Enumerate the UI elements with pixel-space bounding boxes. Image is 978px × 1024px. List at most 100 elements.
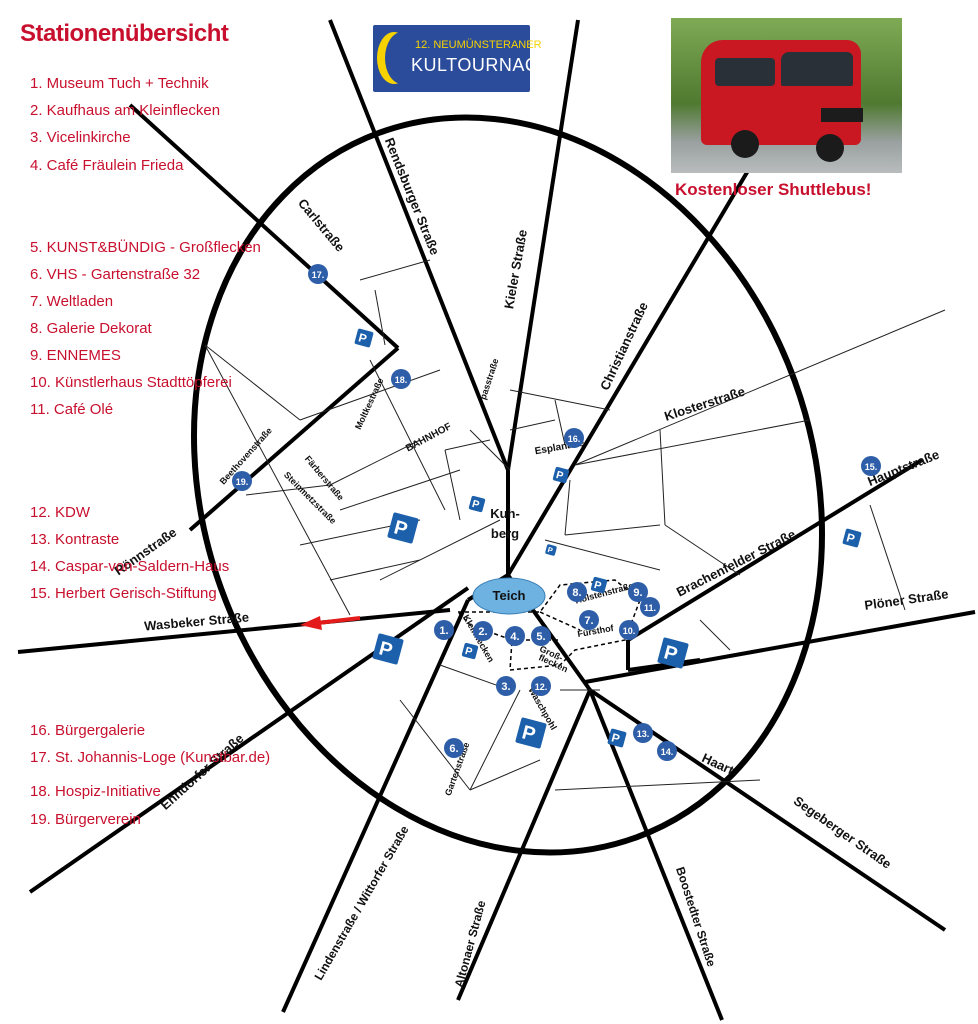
street-label-linden: Lindenstraße / Wittorfer Straße (311, 823, 411, 983)
street-label-rendsburger: Rendsburger Straße (382, 136, 443, 258)
station-marker[interactable]: 5. (531, 626, 551, 646)
bus-wheel (731, 130, 759, 158)
marker-circle (473, 621, 493, 641)
parking-icon: P (354, 328, 374, 348)
station-item: 14. Caspar-von-Saldern-Haus (30, 558, 230, 575)
road-kieler (506, 19, 580, 471)
marker-circle (861, 456, 881, 476)
station-marker[interactable]: 14. (657, 741, 677, 761)
svg-text:P: P (547, 545, 554, 555)
station-item: 11. Café Olé (30, 401, 114, 418)
station-marker[interactable]: 13. (633, 723, 653, 743)
marker-circle (633, 723, 653, 743)
marker-number: 12. (535, 682, 548, 692)
side-streets (204, 259, 946, 791)
marker-number: 15. (865, 462, 878, 472)
marker-number: 5. (536, 631, 545, 643)
road-altonaer (456, 689, 592, 1001)
street-label-passtrasse: passtraße (478, 357, 501, 401)
bus-windshield (781, 52, 853, 86)
station-item: 13. Kontraste (30, 531, 120, 548)
parking-icon: P (461, 642, 479, 660)
station-marker[interactable]: 8. (567, 582, 587, 602)
station-item: 7. Weltladen (30, 293, 114, 310)
marker-circle (434, 620, 454, 640)
marker-number: 6. (449, 743, 458, 755)
road-ehndorfer (28, 586, 470, 894)
station-marker[interactable]: 3. (496, 676, 516, 696)
svg-text:P: P (555, 469, 565, 482)
bus-grill (821, 108, 863, 122)
bus-wheel (816, 134, 844, 162)
road-rendsburger (328, 19, 510, 471)
road-plöner-link (627, 658, 701, 672)
station-marker[interactable]: 9. (628, 582, 648, 602)
station-marker[interactable]: 17. (308, 264, 328, 284)
marker-number: 2. (478, 626, 487, 638)
svg-text:P: P (464, 645, 474, 658)
marker-number: 11. (644, 603, 656, 613)
station-item: 2. Kaufhaus am Kleinflecken (30, 102, 221, 119)
svg-text:P: P (662, 641, 680, 666)
station-item: 6. VHS - Gartenstraße 32 (30, 266, 201, 283)
marker-circle (391, 369, 411, 389)
station-marker[interactable]: 4. (505, 626, 525, 646)
street-label-kuhberg2: berg (491, 526, 519, 541)
kultournacht-logo: 12. NEUMÜNSTERANER KULTOURNACHT (373, 25, 563, 92)
marker-circle (657, 741, 677, 761)
station-marker[interactable]: 15. (861, 456, 881, 476)
marker-number: 16. (568, 434, 581, 444)
street-label-haart: Haart (700, 750, 737, 778)
svg-text:P: P (593, 579, 603, 592)
marker-circle (579, 610, 599, 630)
road-ploener (584, 610, 976, 684)
street-label-ehndorfer: Ehndorfer Straße (158, 731, 247, 813)
parking-icon: P (552, 466, 570, 484)
station-marker[interactable]: 19. (232, 471, 252, 491)
marker-number: 7. (584, 615, 593, 627)
station-marker[interactable]: 2. (473, 621, 493, 641)
station-marker[interactable]: 7. (579, 610, 599, 630)
parking-icon: P (545, 544, 557, 556)
station-marker[interactable]: 10. (619, 620, 639, 640)
marker-number: 8. (572, 587, 581, 599)
station-item: 16. Bürgergalerie (30, 722, 146, 739)
marker-circle (619, 620, 639, 640)
red-arrow-icon (300, 616, 361, 630)
svg-text:P: P (845, 530, 856, 546)
station-marker[interactable]: 16. (564, 428, 584, 448)
street-label-carlstrasse: Carlstraße (295, 196, 348, 255)
road-boostedter (588, 689, 724, 1021)
svg-text:P: P (392, 516, 410, 541)
svg-text:P: P (377, 637, 395, 662)
parking-icon: P (468, 495, 486, 513)
street-label-ploener: Plöner Straße (863, 586, 949, 613)
station-marker[interactable]: 12. (531, 676, 551, 696)
marker-number: 13. (637, 729, 650, 739)
station-item: 3. Vicelinkirche (30, 129, 131, 146)
station-item: 9. ENNEMES (30, 347, 121, 364)
marker-circle (640, 597, 660, 617)
svg-text:P: P (471, 498, 481, 511)
marker-number: 19. (236, 477, 249, 487)
road-beethoven-main (188, 346, 400, 532)
parking-icon: P (372, 633, 404, 665)
street-label-kloster: Klosterstraße (662, 384, 746, 424)
marker-number: 9. (633, 587, 642, 599)
road-carlstrasse (128, 103, 400, 350)
station-item: 19. Bürgerverein (30, 811, 141, 828)
logo-line2: KULTOURNACHT (411, 55, 564, 75)
parking-icon: P (657, 637, 689, 669)
station-marker[interactable]: 18. (391, 369, 411, 389)
station-marker[interactable]: 6. (444, 738, 464, 758)
station-marker[interactable]: 11. (640, 597, 660, 617)
marker-circle (628, 582, 648, 602)
shuttle-bus-photo (671, 18, 902, 173)
marker-number: 14. (661, 747, 674, 757)
marker-circle (232, 471, 252, 491)
shuttle-label: Kostenloser Shuttlebus! (675, 180, 872, 199)
marker-circle (444, 738, 464, 758)
station-marker[interactable]: 1. (434, 620, 454, 640)
station-item: 18. Hospiz-Initiative (30, 783, 161, 800)
